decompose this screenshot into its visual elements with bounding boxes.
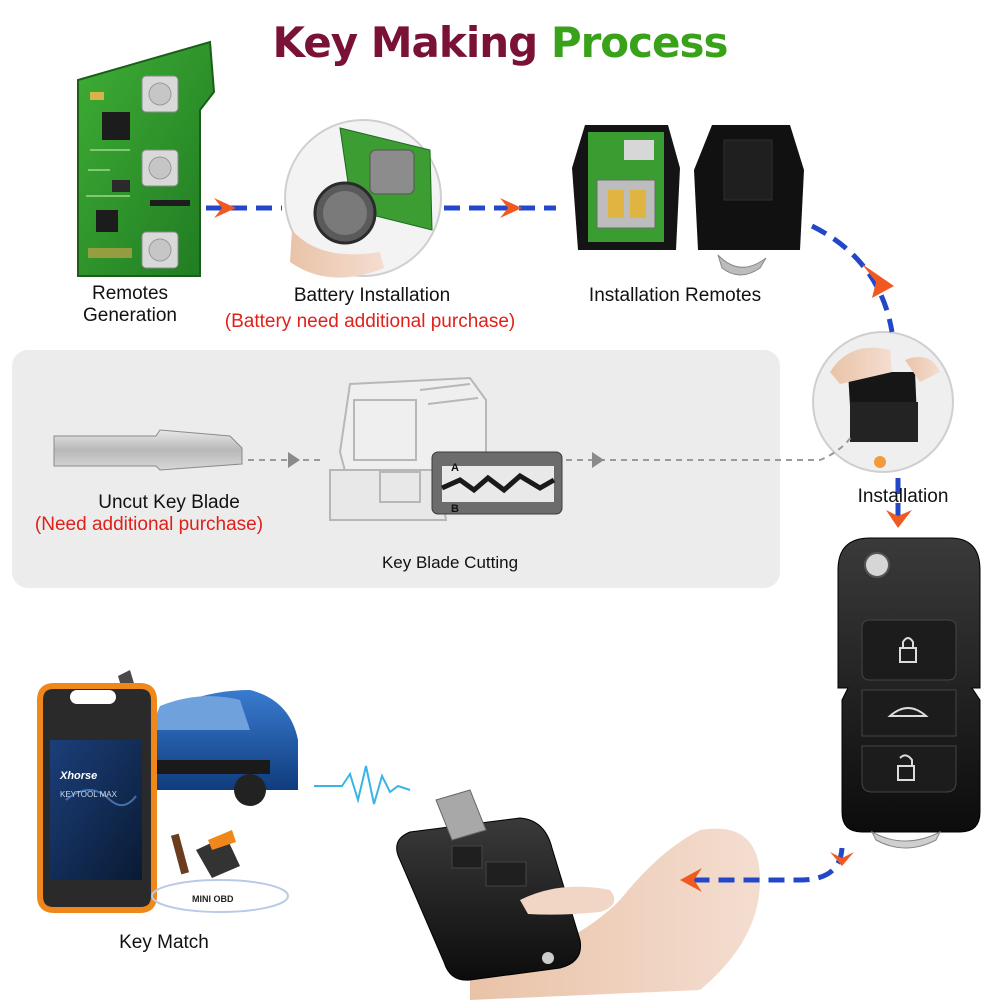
remotes-generation-label: Remotes Generation <box>70 283 190 327</box>
remotes-generation-line2: Generation <box>82 305 177 326</box>
title-part-1: Key Making <box>272 18 538 67</box>
key-programmer-icon <box>37 670 157 913</box>
remote-shell-open-icon <box>572 125 804 276</box>
remotes-generation-line1: Remotes <box>91 283 169 304</box>
battery-installation-icon <box>284 119 442 278</box>
installation-label: Installation <box>857 486 949 507</box>
installation-icon <box>812 331 954 473</box>
car-icon <box>120 690 298 806</box>
uncut-blade-label: Uncut Key Blade <box>98 492 240 513</box>
signal-wave-icon <box>314 765 411 805</box>
device-model: KEYTOOL MAX <box>60 790 117 799</box>
arrowhead-5 <box>830 852 854 866</box>
arrowheads <box>214 198 912 892</box>
arrowhead-3 <box>862 264 894 298</box>
adapter-label: MINI OBD <box>192 894 234 904</box>
key-cut-zoom-icon <box>431 451 563 515</box>
gray-flow-arrows <box>248 435 853 461</box>
page-title: Key Making Process <box>0 18 1000 67</box>
device-brand: Xhorse <box>60 770 98 782</box>
arrowhead-4 <box>886 510 912 528</box>
battery-installation-label: Battery Installation <box>293 285 451 306</box>
blade-cutting-label: Key Blade Cutting <box>381 553 519 572</box>
mini-obd-icon <box>151 830 289 913</box>
installation-remotes-label: Installation Remotes <box>588 285 762 306</box>
uncut-blade-note: (Need additional purchase) <box>34 514 264 535</box>
title-part-2: Process <box>550 18 729 67</box>
cut-marker-a: A <box>451 462 459 474</box>
key-match-label: Key Match <box>119 932 209 953</box>
arrowhead-6 <box>680 868 702 892</box>
pcb-board-icon <box>77 40 216 277</box>
arrowhead-1 <box>214 198 236 218</box>
gray-arrowheads <box>288 452 604 468</box>
uncut-key-blade-icon <box>53 429 243 471</box>
folding-key-icon <box>837 537 981 849</box>
arrowhead-2 <box>500 198 522 218</box>
battery-note: (Battery need additional purchase) <box>224 311 516 332</box>
flow-line-key-to-hand <box>690 847 845 883</box>
cut-marker-b: B <box>451 503 459 515</box>
flow-arrows <box>206 205 901 883</box>
hand-with-key-icon <box>396 789 760 1000</box>
